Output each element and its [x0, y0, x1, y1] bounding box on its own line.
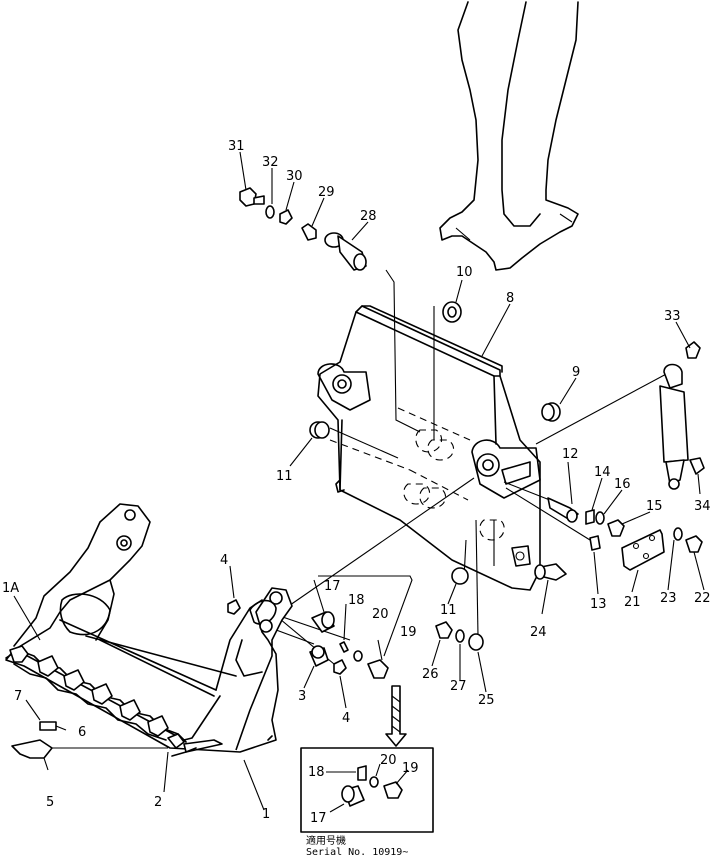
boom-arm [439, 1, 579, 271]
callout-7: 7 [14, 689, 22, 704]
tooth-part-5 [11, 739, 168, 771]
callout-1: 1 [262, 807, 270, 822]
callout-14: 14 [594, 465, 611, 480]
coupler-frame [317, 305, 541, 591]
callout-25: 25 [478, 693, 495, 708]
callout-28: 28 [360, 209, 377, 224]
callout-6: 6 [78, 725, 86, 740]
callout-8: 8 [506, 291, 514, 306]
callout-17-main: 17 [324, 579, 341, 594]
dashed-leaders [259, 269, 671, 665]
callout-18-main: 18 [348, 593, 365, 608]
pin-part-6 [39, 721, 67, 731]
callout-13: 13 [590, 597, 607, 612]
callout-22: 22 [694, 591, 711, 606]
callout-26: 26 [422, 667, 439, 682]
callout-17-inset: 17 [310, 811, 327, 826]
callout-2: 2 [154, 795, 162, 810]
inset-arrow [385, 685, 407, 747]
callout-11-upper: 11 [276, 469, 293, 484]
callout-32: 32 [262, 155, 279, 170]
callout-18-inset: 18 [308, 765, 325, 780]
callout-24: 24 [530, 625, 547, 640]
callout-27: 27 [450, 679, 467, 694]
callout-33: 33 [664, 309, 681, 324]
callout-23: 23 [660, 591, 677, 606]
callout-31: 31 [228, 139, 245, 154]
callout-21: 21 [624, 595, 641, 610]
callout-labels: 31 32 30 29 28 10 8 33 9 11 12 14 16 15 … [2, 139, 711, 826]
cutting-edge-teeth [5, 645, 223, 757]
callout-19-main: 19 [400, 625, 417, 640]
callout-1A: 1A [2, 581, 19, 596]
callout-4-lower: 4 [342, 711, 350, 726]
inset-caption: 適用号機 Serial No. 10919~ [306, 834, 408, 857]
callout-leaders [13, 151, 705, 813]
callout-16: 16 [614, 477, 631, 492]
serial-number-label: Serial No. 10919~ [306, 847, 408, 857]
callout-4-upper: 4 [220, 553, 228, 568]
applicable-models-label: 適用号機 [306, 834, 346, 847]
callout-30: 30 [286, 169, 303, 184]
callout-19-inset: 19 [402, 761, 419, 776]
callout-29: 29 [318, 185, 335, 200]
callout-9: 9 [572, 365, 580, 380]
inset-detail-box [300, 747, 434, 833]
callout-11-lower: 11 [440, 603, 457, 618]
callout-12: 12 [562, 447, 579, 462]
callout-15: 15 [646, 499, 663, 514]
bucket [5, 503, 293, 753]
callout-3: 3 [298, 689, 306, 704]
callout-34: 34 [694, 499, 711, 514]
callout-20-main: 20 [372, 607, 389, 622]
callout-5: 5 [46, 795, 54, 810]
callout-20-inset: 20 [380, 753, 397, 768]
callout-10: 10 [456, 265, 473, 280]
hardware [227, 187, 705, 679]
